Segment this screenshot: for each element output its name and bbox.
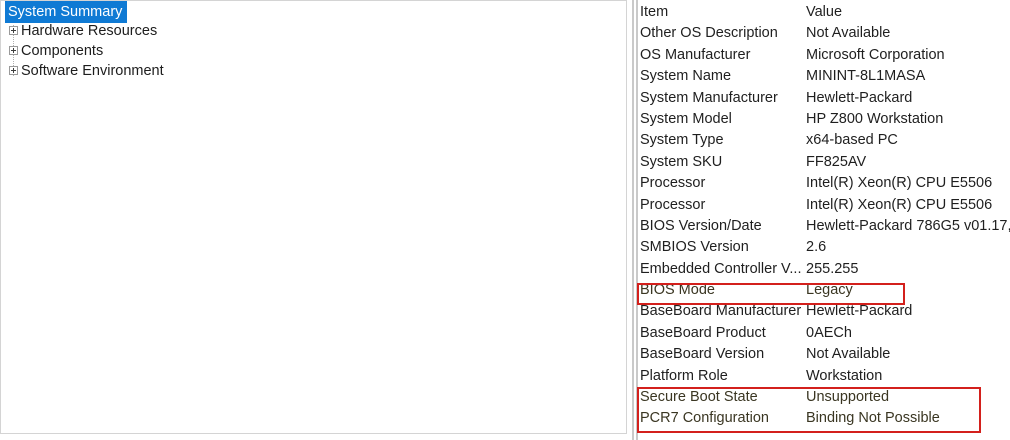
detail-item-label: Processor: [640, 175, 706, 192]
detail-row[interactable]: OS Manufacturer Microsoft Corporation: [640, 45, 1010, 66]
detail-item-value: Not Available: [806, 346, 891, 363]
detail-item-value: HP Z800 Workstation: [806, 110, 944, 127]
detail-row[interactable]: Embedded Controller V...255.255: [640, 259, 1010, 280]
detail-item-label: System Manufacturer: [640, 89, 778, 106]
detail-item-value: 255.255: [806, 260, 859, 277]
detail-item-value: Not Available: [806, 25, 891, 42]
detail-row[interactable]: Other OS Description Not Available: [640, 23, 1010, 44]
detail-item-label: System Model: [640, 110, 732, 127]
detail-item-label: System SKU: [640, 153, 723, 170]
detail-item-value: FF825AV: [806, 153, 867, 170]
navigation-tree-panel[interactable]: System Summary Hardware Resources Compon…: [0, 0, 627, 434]
plus-icon[interactable]: [9, 25, 18, 35]
tree-item-software-environment[interactable]: Software Environment: [1, 61, 626, 81]
detail-item-label: Other OS Description: [640, 25, 778, 42]
detail-header-row[interactable]: Item Value: [640, 2, 1010, 23]
detail-row[interactable]: System SKU FF825AV: [640, 152, 1010, 173]
detail-item-value: 0AECh: [806, 324, 852, 341]
tree-item-hardware-resources-label: Hardware Resources: [21, 23, 158, 40]
plus-icon[interactable]: [9, 45, 18, 55]
detail-item-value: Legacy: [806, 282, 853, 299]
detail-item-label: System Name: [640, 68, 732, 85]
detail-row[interactable]: System Manufacturer Hewlett-Packard: [640, 88, 1010, 109]
panel-divider: [632, 0, 634, 440]
detail-item-label: OS Manufacturer: [640, 46, 751, 63]
tree-item-hardware-resources[interactable]: Hardware Resources: [1, 21, 626, 41]
plus-icon[interactable]: [9, 65, 18, 75]
tree-item-system-summary[interactable]: System Summary: [1, 1, 626, 23]
detail-item-label: Platform Role: [640, 367, 728, 384]
detail-item-label: System Type: [640, 132, 724, 149]
detail-row[interactable]: PCR7 Configuration Binding Not Possible: [640, 408, 1010, 429]
column-header-item: Item: [640, 4, 669, 20]
detail-row[interactable]: Secure Boot State Unsupported: [640, 387, 1010, 408]
detail-item-label: BaseBoard Manufacturer: [640, 303, 802, 320]
detail-row[interactable]: Processor Intel(R) Xeon(R) CPU E5506: [640, 195, 1010, 216]
detail-item-value: Intel(R) Xeon(R) CPU E5506: [806, 175, 993, 192]
detail-item-value: 2.6: [806, 239, 827, 256]
tree-item-components-label: Components: [21, 43, 104, 60]
detail-item-value: MININT-8L1MASA: [806, 68, 926, 85]
detail-row[interactable]: SMBIOS Version 2.6: [640, 237, 1010, 258]
detail-row[interactable]: BaseBoard Version Not Available: [640, 344, 1010, 365]
detail-item-value: Workstation: [806, 367, 883, 384]
detail-item-value: Binding Not Possible: [806, 410, 940, 427]
detail-item-label: Processor: [640, 196, 706, 213]
tree-item-software-environment-label: Software Environment: [21, 63, 164, 80]
detail-item-value: Microsoft Corporation: [806, 46, 945, 63]
detail-row[interactable]: Platform Role Workstation: [640, 366, 1010, 387]
detail-item-label: PCR7 Configuration: [640, 410, 769, 427]
column-header-value: Value: [806, 4, 843, 20]
detail-item-value: Hewlett-Packard 786G5 v01.17, 8/: [806, 217, 1010, 234]
detail-row[interactable]: BIOS Version/Date Hewlett-Packard 786G5 v…: [640, 216, 1010, 237]
panel-divider-inner: [636, 0, 638, 440]
detail-item-value: Intel(R) Xeon(R) CPU E5506: [806, 196, 993, 213]
detail-item-label: SMBIOS Version: [640, 239, 749, 256]
tree-item-system-summary-label: System Summary: [5, 1, 128, 23]
detail-row[interactable]: System Type x64-based PC: [640, 130, 1010, 151]
detail-row[interactable]: System Name MININT-8L1MASA: [640, 66, 1010, 87]
detail-item-value: Hewlett-Packard: [806, 303, 913, 320]
detail-row[interactable]: BIOS Mode Legacy: [640, 280, 1010, 301]
detail-item-label: Secure Boot State: [640, 389, 758, 406]
detail-row[interactable]: Processor Intel(R) Xeon(R) CPU E5506: [640, 173, 1010, 194]
tree-item-components[interactable]: Components: [1, 41, 626, 61]
detail-row[interactable]: System Model HP Z800 Workstation: [640, 109, 1010, 130]
detail-item-label: BIOS Version/Date: [640, 217, 762, 234]
detail-row[interactable]: BaseBoard Product 0AECh: [640, 323, 1010, 344]
detail-item-value: Unsupported: [806, 389, 890, 406]
detail-item-value: Hewlett-Packard: [806, 89, 913, 106]
detail-item-label: BIOS Mode: [640, 282, 715, 299]
detail-item-label: Embedded Controller V...: [640, 260, 802, 277]
detail-item-label: BaseBoard Product: [640, 324, 766, 341]
detail-item-label: BaseBoard Version: [640, 346, 765, 363]
detail-item-value: x64-based PC: [806, 132, 898, 149]
